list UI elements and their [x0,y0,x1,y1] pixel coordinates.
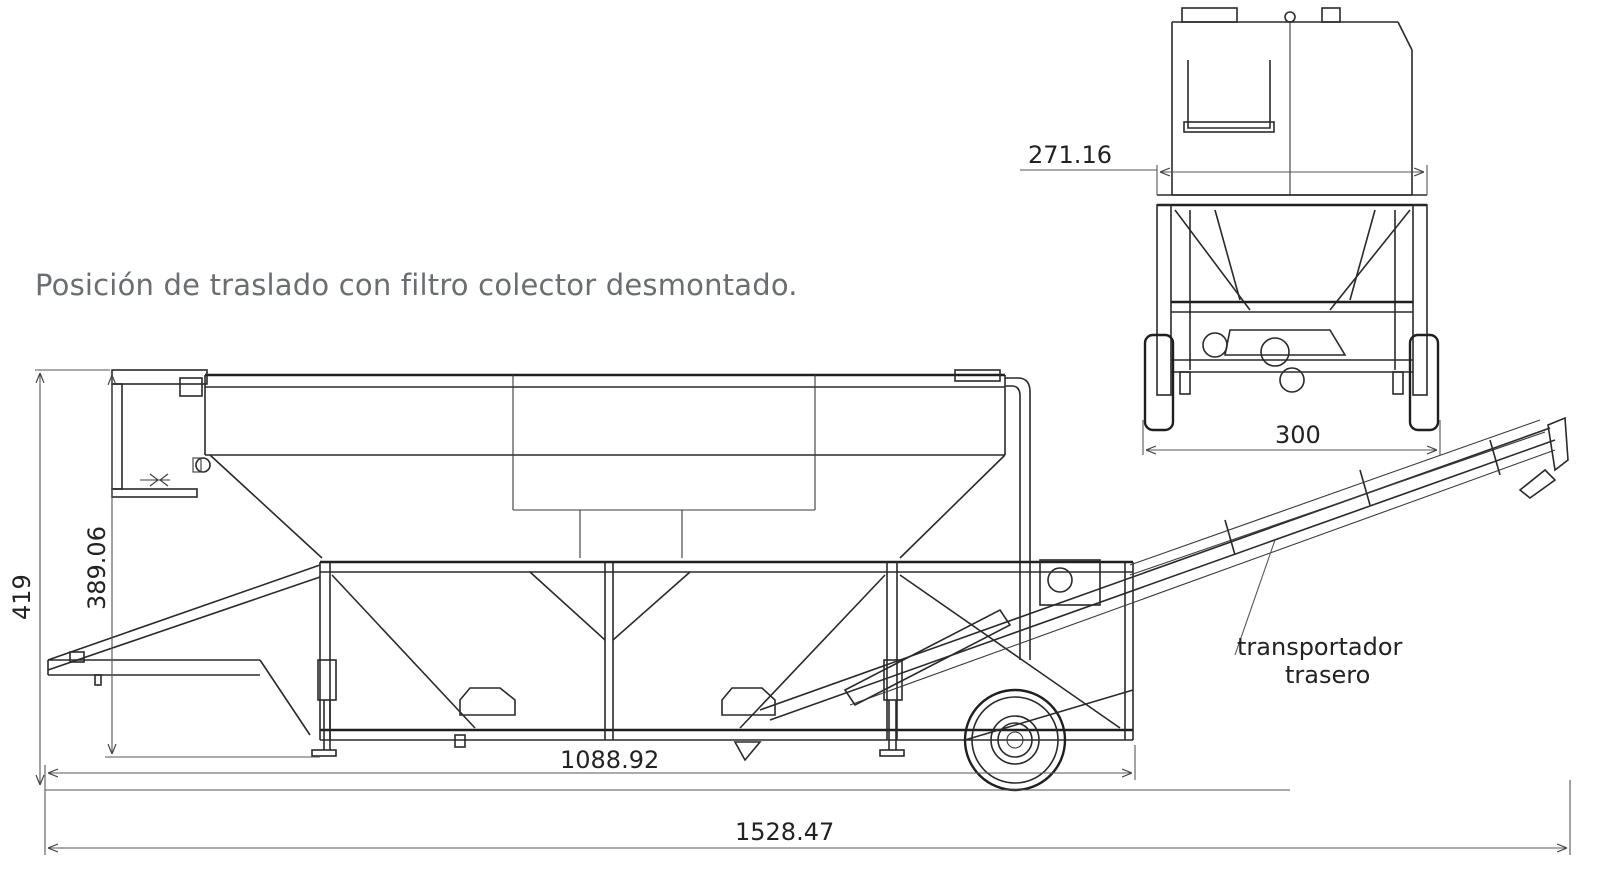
dim-rear-width: 300 [1275,421,1321,449]
dim-overall-height: 419 [8,574,36,620]
conveyor-label-line1: transportador [1237,633,1403,661]
conveyor-label: transportador trasero [1234,539,1403,689]
dim-rear-width-top: 271.16 [1028,141,1112,169]
dim-frame-length: 1088.92 [560,746,659,774]
drawing-caption: Posición de traslado con filtro colector… [35,268,798,302]
support-legs [311,659,905,757]
dim-hopper-height: 389.06 [83,526,111,610]
rear-view [1143,7,1440,432]
discharge-units [459,687,776,762]
side-dimensions: 1528.47 1088.92 419 389.06 [8,369,1571,855]
conveyor-label-line2: trasero [1285,661,1370,689]
rear-conveyor [759,416,1569,721]
rear-dimensions: 271.16 300 [1020,141,1441,455]
dim-overall-length: 1528.47 [735,818,834,846]
side-view [47,369,1569,792]
hopper [111,369,1031,660]
main-frame [47,560,1134,741]
